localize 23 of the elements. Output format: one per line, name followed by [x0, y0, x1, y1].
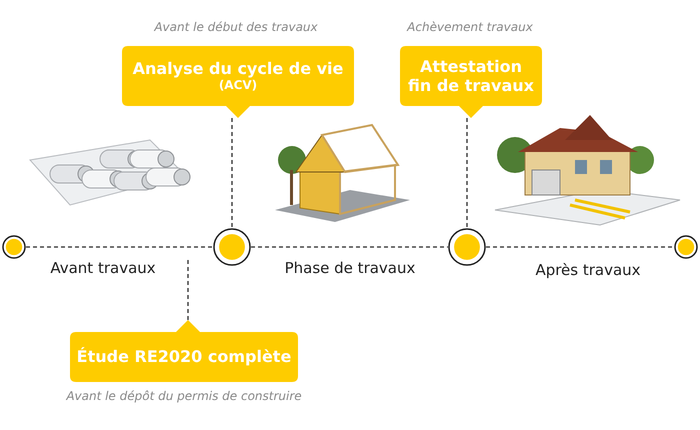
phase-label: Avant travaux — [49, 259, 157, 277]
callout-note: Avant le dépôt du permis de construire — [64, 389, 303, 403]
callout-note: Avant le début des travaux — [152, 20, 319, 34]
callout-subtitle: (ACV) — [218, 78, 258, 93]
timeline-marker — [213, 228, 251, 266]
dashed-connector — [466, 118, 468, 228]
callout-title: Analyse du cycle de vie — [132, 59, 344, 78]
dashed-connector — [231, 118, 233, 228]
callout-box — [400, 46, 542, 118]
timeline-marker — [2, 235, 26, 259]
dashed-connector — [486, 246, 674, 248]
callout-box — [122, 46, 354, 118]
callout-title: Attestation fin de travaux — [407, 56, 535, 96]
callout-title: Étude RE2020 complète — [76, 347, 292, 367]
callout-box — [70, 320, 298, 382]
timeline-marker — [674, 235, 698, 259]
timeline-marker — [448, 228, 486, 266]
dashed-connector — [251, 246, 448, 248]
phase-label: Après travaux — [534, 261, 642, 279]
callout-note: Achèvement travaux — [406, 20, 534, 34]
dashed-connector — [187, 258, 189, 320]
dashed-connector — [26, 246, 213, 248]
phase-label: Phase de travaux — [284, 259, 416, 277]
